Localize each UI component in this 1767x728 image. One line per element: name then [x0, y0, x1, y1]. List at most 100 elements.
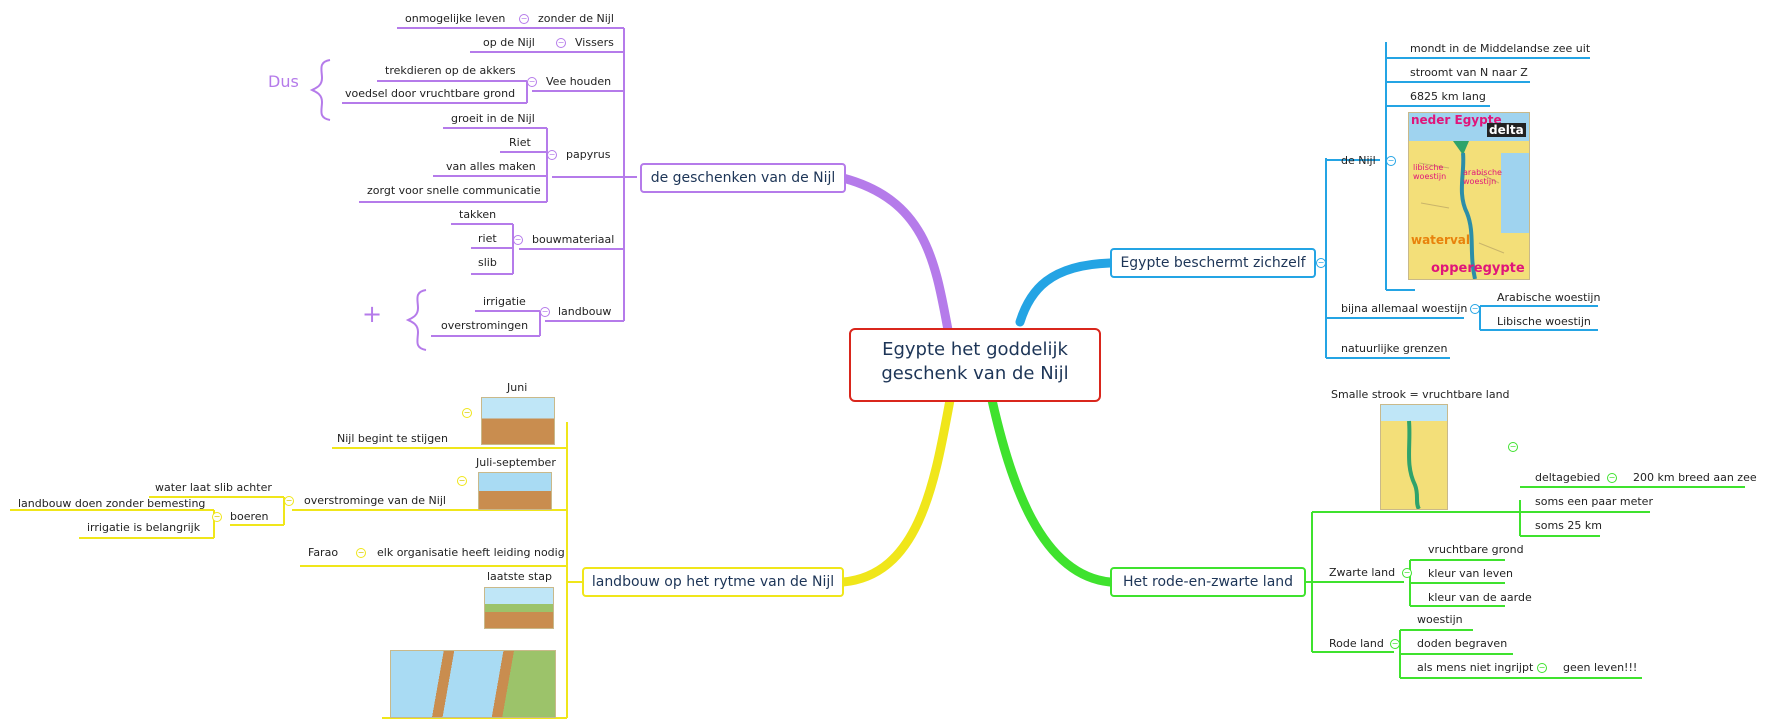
- topic-beschermt-label: Egypte beschermt zichzelf: [1120, 255, 1306, 271]
- node-vee-houden[interactable]: Vee houden: [546, 75, 612, 88]
- node-vissers[interactable]: Vissers: [575, 36, 614, 49]
- node-overstromingen[interactable]: overstromingen: [441, 319, 529, 332]
- node-irrigatie-belangrijk[interactable]: irrigatie is belangrijk: [87, 521, 201, 534]
- collapse-toggle[interactable]: −: [1537, 663, 1547, 673]
- node-mondt[interactable]: mondt in de Middelandse zee uit: [1410, 42, 1591, 55]
- node-de-nijl[interactable]: de Nijl: [1341, 154, 1376, 167]
- node-vruchtbare-grond[interactable]: vruchtbare grond: [1428, 543, 1524, 556]
- node-mens-niet-ingrijpt[interactable]: als mens niet ingrijpt: [1417, 661, 1534, 674]
- node-lengte[interactable]: 6825 km lang: [1410, 90, 1486, 103]
- collapse-toggle[interactable]: −: [1607, 473, 1617, 483]
- flood-stage-image-juli-september: [478, 472, 552, 510]
- node-juli-september[interactable]: Juli-september: [476, 456, 556, 469]
- collapse-toggle[interactable]: −: [540, 307, 550, 317]
- collapse-toggle[interactable]: −: [1386, 156, 1396, 166]
- node-groeit-in-de-nijl[interactable]: groeit in de Nijl: [451, 112, 535, 125]
- map-label-delta: delta: [1487, 123, 1526, 137]
- node-zwarte-land[interactable]: Zwarte land: [1329, 566, 1396, 579]
- map-label-libische: libische woestijn: [1413, 163, 1447, 181]
- node-irrigatie[interactable]: irrigatie: [483, 295, 526, 308]
- node-farao[interactable]: Farao: [308, 546, 339, 559]
- node-woestijn-green[interactable]: woestijn: [1417, 613, 1463, 626]
- flood-stage-image-laatste-stap: [484, 587, 554, 629]
- node-overstrominge[interactable]: overstrominge van de Nijl: [304, 494, 446, 507]
- collapse-toggle[interactable]: −: [547, 150, 557, 160]
- node-water-laat-slib-achter[interactable]: water laat slib achter: [155, 481, 272, 494]
- topic-beschermt[interactable]: Egypte beschermt zichzelf: [1110, 248, 1316, 278]
- node-onmogelijke-leven[interactable]: onmogelijke leven: [405, 12, 506, 25]
- node-arabische-woestijn[interactable]: Arabische woestijn: [1497, 291, 1601, 304]
- topic-landbouw-label: landbouw op het rytme van de Nijl: [591, 574, 835, 590]
- node-kleur-van-leven[interactable]: kleur van leven: [1428, 567, 1513, 580]
- node-van-alles-maken[interactable]: van alles maken: [446, 160, 536, 173]
- node-smalle-strook[interactable]: Smalle strook = vruchtbare land: [1331, 388, 1510, 401]
- map-label-neder-egypte: neder Egypte: [1411, 113, 1502, 127]
- node-riet[interactable]: Riet: [509, 136, 531, 149]
- collapse-toggle[interactable]: −: [556, 38, 566, 48]
- egypt-map-drawing: [1409, 113, 1529, 279]
- node-stroomt[interactable]: stroomt van N naar Z: [1410, 66, 1528, 79]
- topic-rodezwart-label: Het rode-en-zwarte land: [1122, 574, 1294, 590]
- node-slib[interactable]: slib: [478, 256, 497, 269]
- node-landbouw-purple[interactable]: landbouw: [558, 305, 612, 318]
- topic-rodezwart[interactable]: Het rode-en-zwarte land: [1110, 567, 1306, 597]
- node-boeren[interactable]: boeren: [230, 510, 269, 523]
- egypt-map-image: neder Egypte delta libische woestijn ara…: [1408, 112, 1530, 280]
- node-nijl-begint-te-stijgen[interactable]: Nijl begint te stijgen: [337, 432, 448, 445]
- node-kleur-van-aarde[interactable]: kleur van de aarde: [1428, 591, 1532, 604]
- collapse-toggle[interactable]: −: [513, 235, 523, 245]
- node-zorgt-voor-communicatie[interactable]: zorgt voor snelle communicatie: [367, 184, 541, 197]
- node-organisatie[interactable]: elk organisatie heeft leiding nodig: [377, 546, 565, 559]
- node-juni[interactable]: Juni: [507, 381, 528, 394]
- plus-annotation: +: [362, 300, 383, 328]
- collapse-toggle[interactable]: −: [1470, 304, 1480, 314]
- node-woestijn[interactable]: bijna allemaal woestijn: [1341, 302, 1468, 315]
- map-label-opperegypte: opperegypte: [1431, 261, 1525, 276]
- collapse-toggle[interactable]: −: [1390, 639, 1400, 649]
- collapse-toggle[interactable]: −: [212, 512, 222, 522]
- collapse-toggle[interactable]: −: [1316, 258, 1326, 268]
- central-topic-line-2: geschenk van de Nijl: [881, 363, 1069, 384]
- topic-geschenken-label: de geschenken van de Nijl: [650, 170, 836, 186]
- map-label-waterval: waterval: [1411, 233, 1471, 247]
- node-bouwmateriaal[interactable]: bouwmateriaal: [532, 233, 615, 246]
- node-200-km[interactable]: 200 km breed aan zee: [1633, 471, 1757, 484]
- collapse-toggle[interactable]: −: [1508, 442, 1518, 452]
- collapse-toggle[interactable]: −: [519, 14, 529, 24]
- node-takken[interactable]: takken: [459, 208, 497, 221]
- collapse-toggle[interactable]: −: [527, 77, 537, 87]
- node-papyrus[interactable]: papyrus: [566, 148, 611, 161]
- collapse-toggle[interactable]: −: [1402, 568, 1412, 578]
- topic-landbouw[interactable]: landbouw op het rytme van de Nijl: [582, 567, 844, 597]
- node-laatste-stap[interactable]: laatste stap: [487, 570, 552, 583]
- node-doden-begraven[interactable]: doden begraven: [1417, 637, 1508, 650]
- node-libische-woestijn[interactable]: Libische woestijn: [1497, 315, 1591, 328]
- collapse-toggle[interactable]: −: [462, 408, 472, 418]
- egypt-nile-strip-image: [1380, 404, 1448, 511]
- central-topic-line-1: Egypte het goddelijk: [882, 339, 1068, 360]
- node-op-de-nijl[interactable]: op de Nijl: [483, 36, 535, 49]
- node-zonder-bemesting[interactable]: landbouw doen zonder bemesting: [18, 497, 206, 510]
- node-rode-land[interactable]: Rode land: [1329, 637, 1384, 650]
- map-label-arabische: arabische woestijn: [1463, 168, 1502, 186]
- topic-geschenken[interactable]: de geschenken van de Nijl: [640, 163, 846, 193]
- node-deltagebied[interactable]: deltagebied: [1535, 471, 1601, 484]
- flood-stage-image-juni: [481, 397, 555, 445]
- collapse-toggle[interactable]: −: [356, 548, 366, 558]
- node-trekdieren[interactable]: trekdieren op de akkers: [385, 64, 516, 77]
- flood-cycle-illustration: [390, 650, 556, 718]
- collapse-toggle[interactable]: −: [284, 496, 294, 506]
- node-25-km[interactable]: soms 25 km: [1535, 519, 1602, 532]
- central-topic[interactable]: Egypte het goddelijk geschenk van de Nij…: [849, 328, 1101, 402]
- node-natuurlijke-grenzen[interactable]: natuurlijke grenzen: [1341, 342, 1448, 355]
- collapse-toggle[interactable]: −: [457, 476, 467, 486]
- node-geen-leven[interactable]: geen leven!!!: [1563, 661, 1638, 674]
- nile-strip-drawing: [1381, 405, 1447, 511]
- node-paar-meter[interactable]: soms een paar meter: [1535, 495, 1653, 508]
- node-zonder-de-nijl[interactable]: zonder de Nijl: [538, 12, 614, 25]
- node-riet-bouw[interactable]: riet: [478, 232, 497, 245]
- dus-annotation: Dus: [268, 72, 299, 91]
- node-voedsel[interactable]: voedsel door vruchtbare grond: [345, 87, 516, 100]
